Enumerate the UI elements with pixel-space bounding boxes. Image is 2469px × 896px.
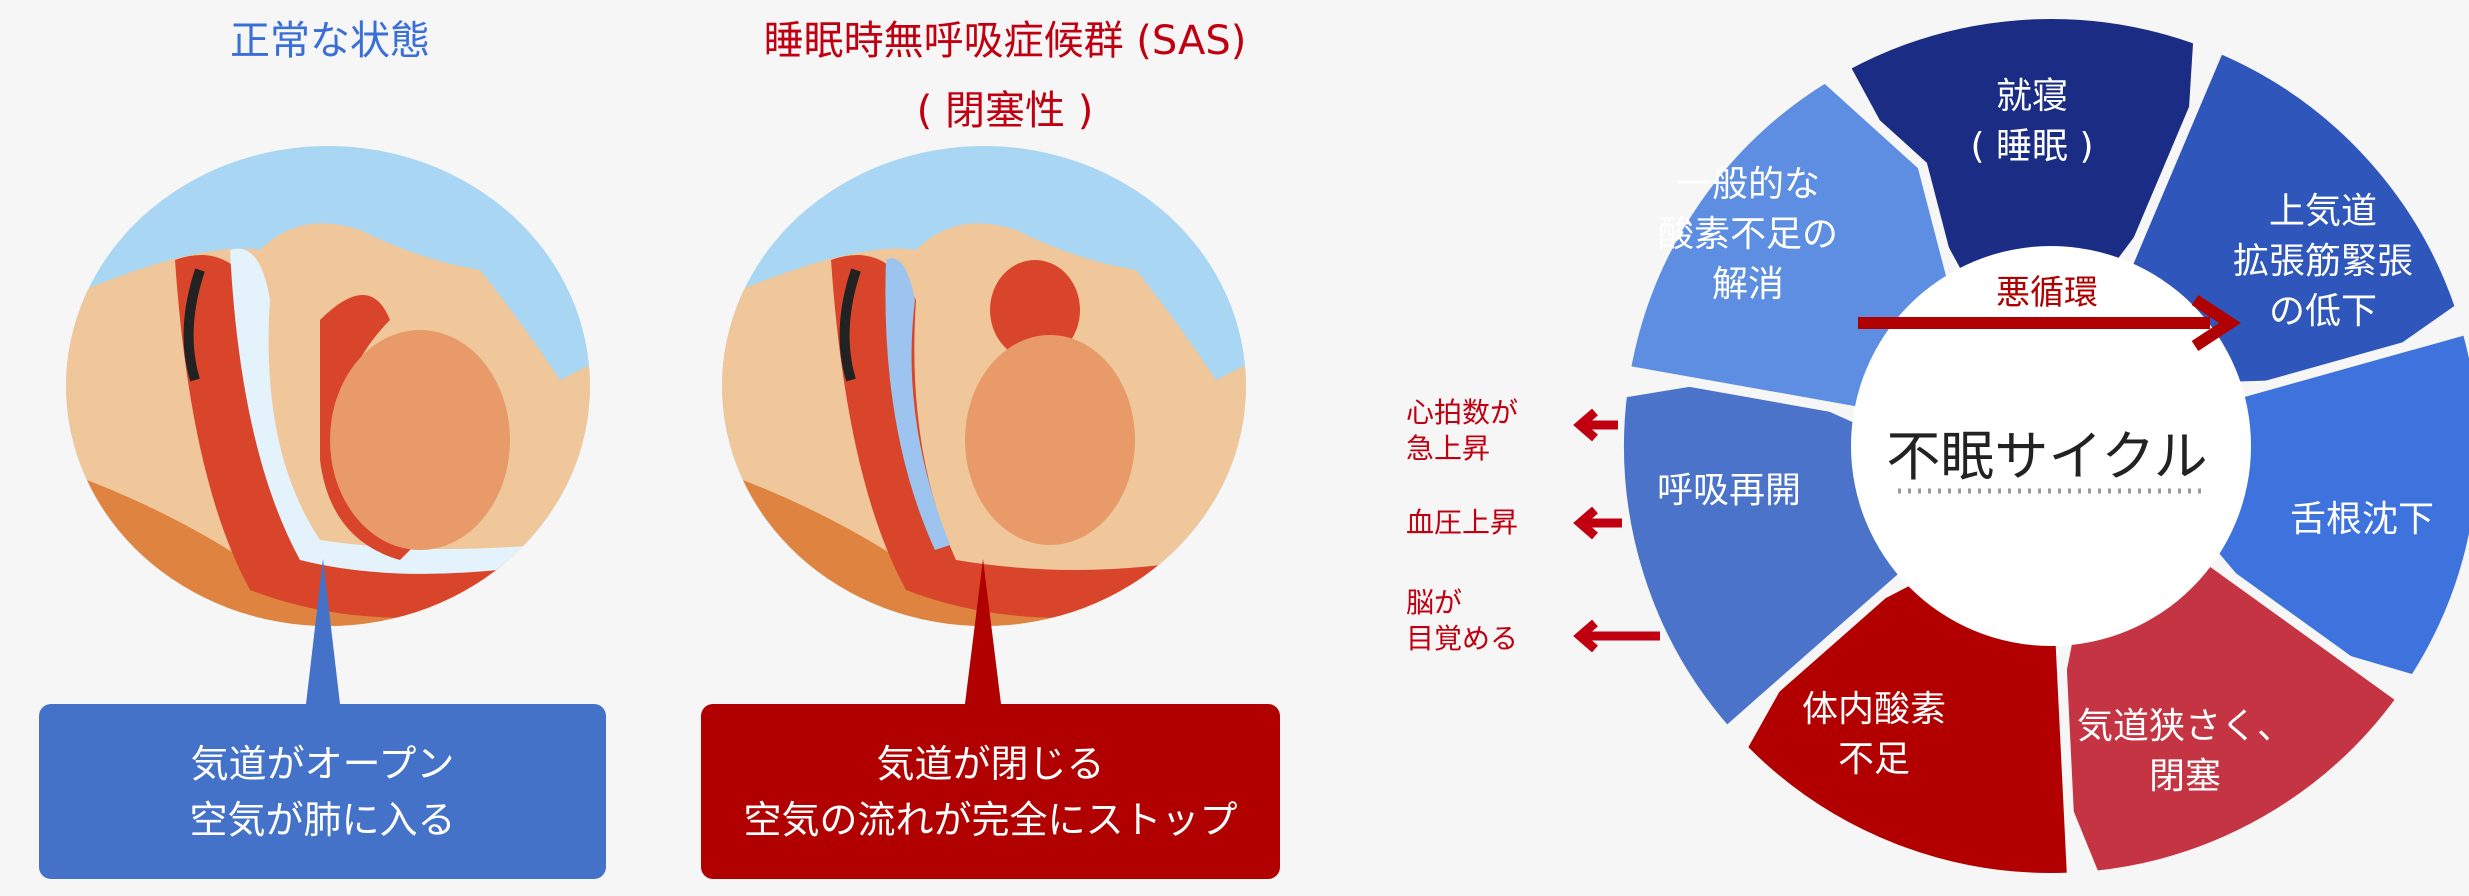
sas-caption-line2: 空気の流れが完全にストップ: [743, 797, 1238, 842]
sas-airway-illustration: [722, 146, 1246, 704]
effect-heart-rate: 心拍数が急上昇: [1406, 396, 1519, 465]
segment-label-line: の低下: [2268, 291, 2378, 332]
segment-label-sleep: 就寝 ( 睡眠 ): [1971, 72, 2094, 172]
segment-label-oxygen-deficit: 体内酸素不足: [1802, 685, 1946, 785]
segment-label-line: 舌根沈下: [2289, 499, 2435, 540]
segment-label-line: 酸素不足の: [1657, 214, 1839, 255]
cycle-center-title: 不眠サイクル: [1886, 425, 2208, 488]
vicious-cycle-arrow: [1858, 294, 2241, 352]
segment-label-tongue-base: 舌根沈下: [2290, 495, 2434, 545]
normal-caption-line2: 空気が肺に入る: [189, 797, 456, 842]
segment-label-airway-muscle: 上気道拡張筋緊張の低下: [2233, 187, 2413, 337]
segment-label-line: ( 睡眠 ): [1970, 126, 2094, 167]
effect-brain-wakes: 脳が目覚める: [1406, 586, 1519, 655]
segment-label-line: 閉塞: [2148, 756, 2222, 797]
segment-label-line: 上気道: [2268, 191, 2378, 232]
segment-label-line: 一般的な: [1675, 164, 1821, 205]
segment-label-line: 解消: [1711, 264, 1785, 305]
segment-label-oxygen-resolve: 一般的な酸素不足の解消: [1658, 160, 1838, 310]
segment-label-line: 体内酸素: [1801, 689, 1947, 730]
segment-label-line: 不足: [1837, 739, 1911, 780]
insomnia-cycle-ring: [1614, 9, 2469, 883]
normal-caption-box: 気道がオープン 空気が肺に入る: [39, 704, 606, 879]
sas-title: 睡眠時無呼吸症候群 (SAS): [763, 18, 1247, 64]
normal-title: 正常な状態: [230, 18, 430, 64]
sas-subtitle: ( 閉塞性 ): [916, 88, 1094, 134]
vicious-cycle-label: 悪循環: [1996, 273, 2098, 313]
normal-airway-illustration: [66, 146, 590, 704]
segment-label-line: 拡張筋緊張: [2232, 241, 2414, 282]
segment-label-line: 就寝: [1995, 76, 2069, 117]
normal-caption-line1: 気道がオープン: [190, 741, 455, 786]
segment-label-line: 気道狭さく、: [2076, 706, 2294, 747]
cycle-center-disc: [1851, 246, 2251, 646]
sas-caption-box: 気道が閉じる 空気の流れが完全にストップ: [701, 704, 1280, 879]
effect-blood-pressure: 血圧上昇: [1406, 506, 1519, 539]
segment-label-line: 呼吸再開: [1656, 470, 1802, 511]
segment-label-airway-narrowing: 気道狭さく、閉塞: [2077, 702, 2293, 802]
sas-caption-line1: 気道が閉じる: [876, 741, 1105, 786]
effect-arrows: [1573, 408, 1660, 653]
segment-label-breathing-resume: 呼吸再開: [1657, 466, 1801, 516]
